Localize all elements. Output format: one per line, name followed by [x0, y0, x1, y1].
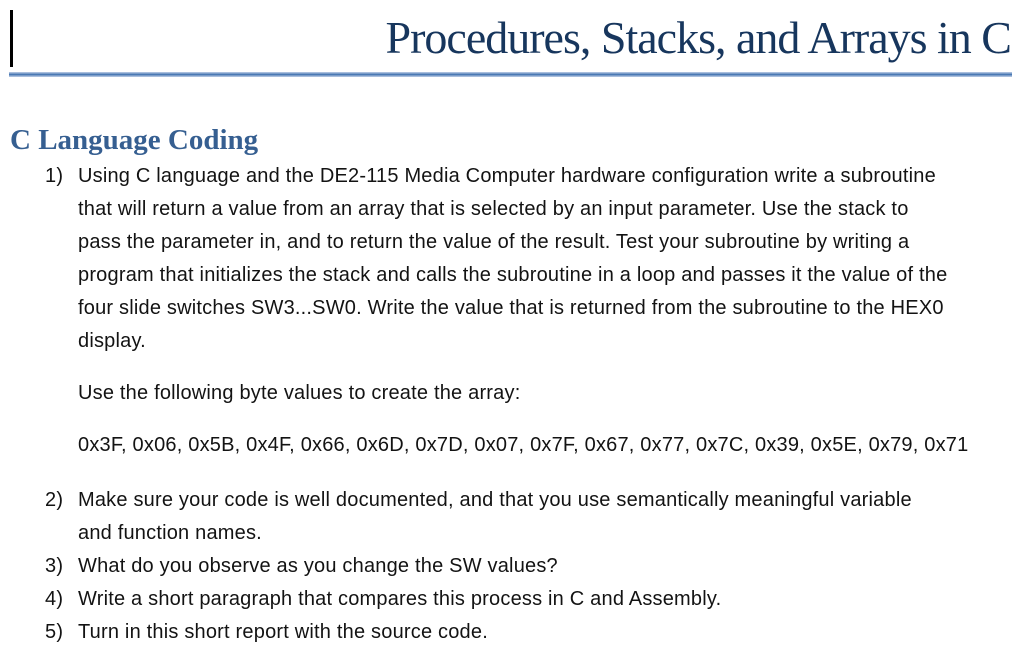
list-item-text: Make sure your code is well documented, …: [78, 489, 912, 544]
section-heading: C Language Coding: [10, 124, 259, 156]
title-underline-rule: [9, 72, 1012, 77]
list-item: 2) Make sure your code is well documente…: [45, 484, 1007, 550]
list-item: 4) Write a short paragraph that compares…: [45, 583, 1007, 616]
list-item-number: 2): [45, 489, 64, 511]
list-item-number: 3): [45, 555, 64, 577]
list-item: 3) What do you observe as you change the…: [45, 550, 1007, 583]
list-item-text: Write a short paragraph that compares th…: [78, 588, 722, 610]
list-item: 1) Using C language and the DE2-115 Medi…: [45, 160, 1007, 358]
list-item-number: 1): [45, 165, 64, 187]
list-item-text: Using C language and the DE2-115 Media C…: [78, 165, 948, 352]
list-item-text: Turn in this short report with the sourc…: [78, 621, 488, 643]
list-item-number: 5): [45, 621, 64, 643]
list-item-text: What do you observe as you change the SW…: [78, 555, 558, 577]
list-item: 5) Turn in this short report with the so…: [45, 616, 1007, 649]
document-title: Procedures, Stacks, and Arrays in C: [385, 12, 1013, 63]
hex-values-line: 0x3F, 0x06, 0x5B, 0x4F, 0x66, 0x6D, 0x7D…: [78, 434, 969, 456]
array-intro-paragraph: Use the following byte values to create …: [78, 382, 521, 404]
text-cursor: [10, 10, 13, 67]
numbered-list: 1) Using C language and the DE2-115 Medi…: [45, 160, 1007, 649]
list-item-number: 4): [45, 588, 64, 610]
